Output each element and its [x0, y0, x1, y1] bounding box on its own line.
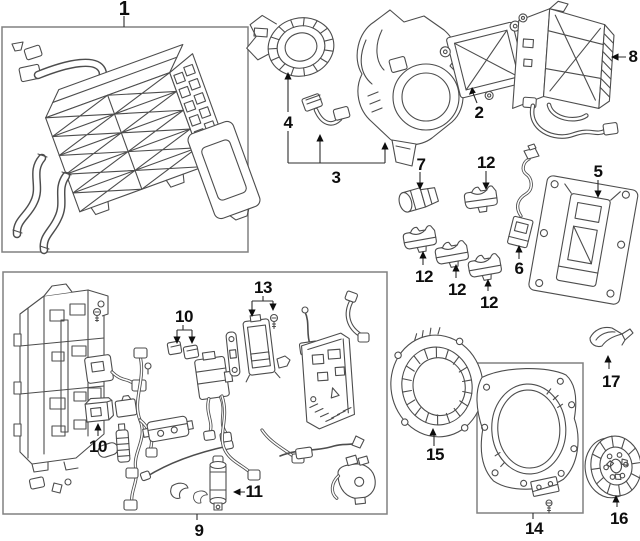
callout-label-5[interactable]: 5 [593, 162, 603, 181]
part-7-capacitor[interactable] [397, 184, 439, 214]
part-5-mounting-plate[interactable] [528, 175, 639, 305]
ribbed-sensor [115, 423, 131, 463]
callout-label-15[interactable]: 15 [426, 445, 444, 464]
bolt [545, 499, 553, 514]
part-3-blower-housing[interactable] [301, 9, 464, 167]
sub-wire-1 [220, 394, 261, 481]
callout-label-8[interactable]: 8 [628, 47, 638, 66]
part-12-holder-c[interactable] [466, 251, 504, 284]
part-12-holder-b[interactable] [433, 238, 471, 271]
callout-label-12-top[interactable]: 12 [477, 153, 495, 172]
misc-bits [28, 476, 72, 494]
blower-wire [301, 93, 351, 126]
cable-rod [139, 439, 234, 482]
callout-label-12-c[interactable]: 12 [480, 293, 498, 312]
core-end-grid [173, 63, 222, 155]
part-12-holder-a[interactable] [401, 223, 439, 256]
callout-leaders [94, 16, 626, 520]
connectors-10a [166, 340, 200, 360]
heater-core [45, 43, 228, 216]
heater-hoses [12, 153, 72, 255]
part-8-control-unit[interactable] [511, 0, 627, 141]
control-unit-harness [522, 96, 619, 139]
callout-label-10-b[interactable]: 10 [89, 437, 107, 456]
strap-bracket [225, 331, 241, 377]
part-6-sensor[interactable] [507, 143, 540, 249]
callout-label-4[interactable]: 4 [283, 113, 293, 132]
screw-13 [269, 313, 279, 330]
part-13-unit [242, 314, 281, 383]
callout-label-12-b[interactable]: 12 [448, 280, 466, 299]
callout-label-10-a[interactable]: 10 [175, 307, 193, 326]
callout-label-9[interactable]: 9 [194, 521, 204, 540]
relay-with-wire [84, 354, 152, 401]
fuse-unit [142, 415, 194, 443]
relay-10b [84, 397, 114, 423]
callout-label-2[interactable]: 2 [474, 103, 484, 122]
shim-plate [530, 476, 560, 497]
relay-small [114, 395, 138, 418]
part-4-blower-fan[interactable] [240, 0, 340, 88]
group-box-part-9 [2, 271, 388, 515]
callout-label-12-a[interactable]: 12 [415, 267, 433, 286]
core-cover-plate [187, 120, 261, 221]
part-11-cylinder [209, 455, 227, 511]
part-16-rotor[interactable] [581, 433, 640, 501]
callout-label-3[interactable]: 3 [331, 168, 341, 187]
fuse-box [13, 283, 109, 473]
part-9-harness-assembly[interactable] [13, 283, 377, 511]
callout-label-6[interactable]: 6 [514, 259, 524, 278]
clip [276, 355, 291, 369]
part-14-housing[interactable] [475, 366, 580, 514]
sensor-bottom-right [330, 454, 376, 505]
callout-label-1[interactable]: 1 [118, 0, 130, 20]
mount-bracket [301, 332, 356, 430]
callout-label-7[interactable]: 7 [416, 155, 426, 174]
callout-label-14[interactable]: 14 [525, 519, 543, 538]
part-1-heater-core-assembly[interactable] [11, 41, 264, 255]
callout-label-13[interactable]: 13 [254, 278, 272, 297]
group-box-part-1 [1, 26, 249, 253]
screw [92, 307, 102, 323]
callout-label-11[interactable]: 11 [245, 482, 263, 501]
curved-arm [344, 290, 370, 343]
part-12-holder-top[interactable] [462, 184, 500, 215]
callout-label-16[interactable]: 16 [610, 509, 628, 528]
clamp-clips [170, 482, 208, 504]
group-box-part-14 [476, 362, 584, 514]
part-15-stator[interactable] [382, 321, 494, 445]
callout-label-17[interactable]: 17 [602, 372, 620, 391]
bent-rod [279, 435, 365, 460]
part-17-bracket[interactable] [589, 326, 634, 348]
